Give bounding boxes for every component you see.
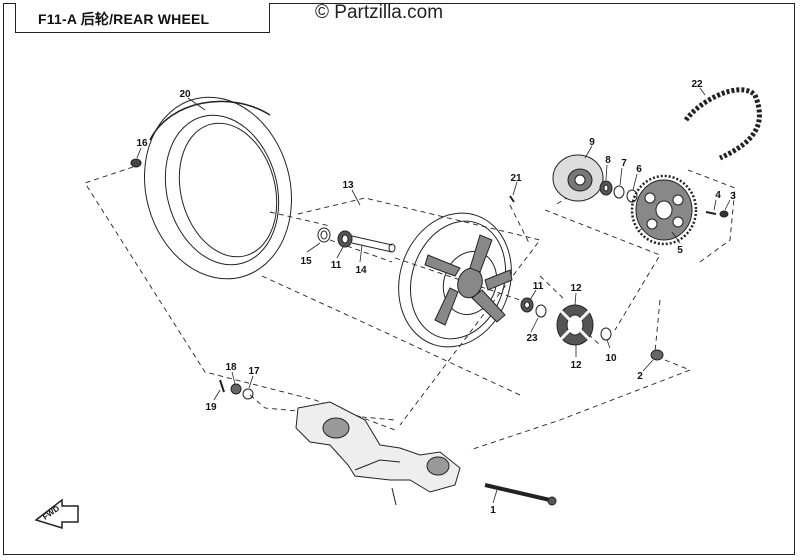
collar-part-10 <box>600 327 612 341</box>
bolt-part-21 <box>509 195 515 203</box>
tire-part <box>143 96 293 280</box>
sprocket-part <box>630 174 698 246</box>
watermark: © Partzilla.com <box>315 2 444 23</box>
sprocket-fasteners <box>705 210 729 218</box>
diagram-frame <box>3 3 795 555</box>
callout-13: 13 <box>342 180 354 191</box>
callout-7: 7 <box>621 158 627 169</box>
callout-11-left: 11 <box>331 260 342 271</box>
diagram-title: F11-A 后轮/REAR WHEEL <box>38 11 210 27</box>
callout-8: 8 <box>605 155 611 166</box>
leader-lines <box>136 87 731 504</box>
swingarm-part <box>295 401 461 506</box>
title-box: F11-A 后轮/REAR WHEEL <box>15 3 270 33</box>
callout-4: 4 <box>715 190 721 201</box>
callout-9: 9 <box>589 137 595 148</box>
callout-22: 22 <box>691 79 703 90</box>
callout-12-top: 12 <box>570 283 582 294</box>
callout-10: 10 <box>605 353 617 364</box>
callout-17: 17 <box>248 366 260 377</box>
callout-1: 1 <box>490 505 496 516</box>
callout-18: 18 <box>225 362 237 373</box>
callout-16: 16 <box>136 138 148 149</box>
sprocket-hub-part <box>552 154 604 202</box>
callout-6: 6 <box>636 164 642 175</box>
callout-20: 20 <box>179 89 191 100</box>
callout-labels: 1 2 3 4 5 6 7 8 9 10 11 11 12 12 13 14 1… <box>41 79 736 522</box>
callout-12-bottom: 12 <box>570 360 582 371</box>
axle-part <box>484 483 557 506</box>
callout-19: 19 <box>205 402 217 413</box>
callout-2: 2 <box>637 371 643 382</box>
callout-11-right: 11 <box>533 281 544 292</box>
right-bearing-parts <box>520 297 547 318</box>
adjuster-parts <box>219 379 254 400</box>
callout-14: 14 <box>355 265 367 276</box>
left-spacer-parts <box>317 227 396 253</box>
callout-5: 5 <box>677 245 683 256</box>
nut-part-2 <box>650 349 664 361</box>
damper-part <box>556 304 594 346</box>
callout-21: 21 <box>510 173 522 184</box>
fwd-arrow <box>34 498 79 530</box>
hub-bearing-parts <box>599 180 638 203</box>
callout-23: 23 <box>526 333 538 344</box>
rim-part <box>398 212 513 348</box>
chain-part <box>683 87 762 161</box>
callout-15: 15 <box>300 256 312 267</box>
callout-3: 3 <box>730 191 736 202</box>
valve-part <box>130 158 142 168</box>
